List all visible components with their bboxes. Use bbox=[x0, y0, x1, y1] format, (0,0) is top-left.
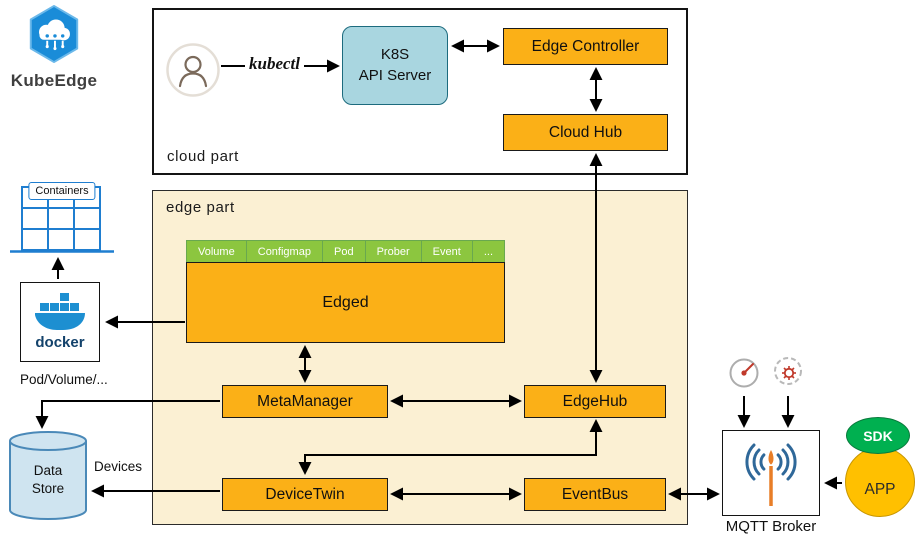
api-server-line1: K8S bbox=[380, 46, 410, 64]
tab-pod: Pod bbox=[321, 240, 366, 263]
cloud-part-label: cloud part bbox=[167, 148, 239, 165]
edge-part-label: edge part bbox=[166, 199, 235, 216]
eventbus-box: EventBus bbox=[524, 478, 666, 511]
tab-event: Event bbox=[420, 240, 473, 263]
docker-box: docker bbox=[20, 282, 100, 362]
datastore-label: Data Store bbox=[31, 463, 65, 497]
tab-volume: Volume bbox=[186, 240, 247, 263]
api-server-line2: API Server bbox=[358, 66, 432, 84]
datastore-group: Data Store bbox=[8, 430, 88, 522]
pod-volume-label: Pod/Volume/... bbox=[20, 372, 108, 387]
containers-group: Containers bbox=[10, 180, 114, 256]
sdk-badge: SDK bbox=[846, 417, 910, 454]
edge-controller-box: Edge Controller bbox=[503, 28, 668, 65]
kubeedge-logo-icon bbox=[29, 4, 79, 64]
user-icon bbox=[166, 43, 220, 97]
k8s-api-server-box: K8S API Server bbox=[342, 26, 448, 105]
docker-whale-icon bbox=[35, 293, 85, 330]
edged-tabs: Volume Configmap Pod Prober Event ... bbox=[186, 240, 506, 263]
tab-configmap: Configmap bbox=[245, 240, 323, 263]
kubectl-label: kubectl bbox=[245, 54, 304, 74]
sensor-icons bbox=[729, 357, 802, 388]
mqtt-antenna-icon bbox=[745, 443, 797, 506]
database-cylinder-icon bbox=[9, 431, 87, 520]
kubeedge-brand: KubeEdge bbox=[6, 4, 102, 91]
docker-label: docker bbox=[35, 334, 85, 351]
cloud-hub-box: Cloud Hub bbox=[503, 114, 668, 151]
edgehub-box: EdgeHub bbox=[524, 385, 666, 418]
metamanager-box: MetaManager bbox=[222, 385, 388, 418]
edged-box: Edged bbox=[186, 262, 505, 343]
devices-label: Devices bbox=[94, 459, 143, 474]
tab-prober: Prober bbox=[364, 240, 422, 263]
tab-more: ... bbox=[471, 240, 506, 263]
containers-label: Containers bbox=[28, 182, 96, 200]
mqtt-broker-label: MQTT Broker bbox=[725, 518, 817, 535]
app-circle: APP bbox=[845, 447, 915, 517]
gauge-icon bbox=[729, 358, 759, 388]
gear-sensor-icon bbox=[774, 357, 802, 385]
mqtt-broker-box bbox=[722, 430, 820, 516]
devicetwin-box: DeviceTwin bbox=[222, 478, 388, 511]
kubeedge-brand-name: KubeEdge bbox=[10, 71, 98, 90]
